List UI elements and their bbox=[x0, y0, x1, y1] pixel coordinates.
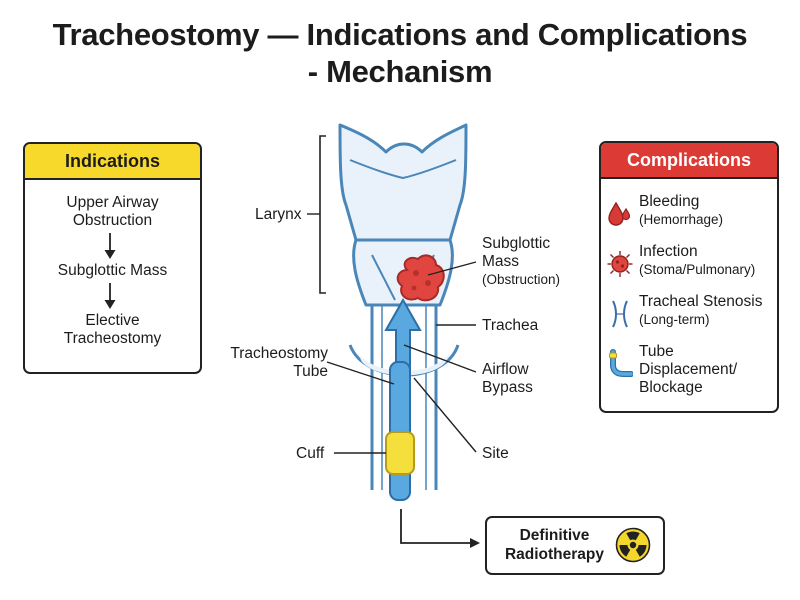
larynx-folds bbox=[349, 159, 457, 180]
title-line-1: Tracheostomy — Indications and Complicat… bbox=[52, 17, 748, 52]
complication-bleeding-detail: (Hemorrhage) bbox=[639, 212, 724, 227]
germ-icon bbox=[607, 251, 633, 277]
complication-tube-detail-1: Displacement/ bbox=[639, 361, 738, 378]
indication-step-3: Elective Tracheostomy bbox=[25, 312, 200, 348]
indications-header: Indications bbox=[25, 144, 200, 180]
indication-step-1: Upper Airway Obstruction bbox=[25, 194, 200, 230]
indication-arrow-2 bbox=[25, 280, 200, 312]
subglottic-label-line-3: (Obstruction) bbox=[482, 272, 561, 287]
indication-step-2-line-1: Subglottic Mass bbox=[57, 262, 168, 279]
complication-infection-detail: (Stoma/Pulmonary) bbox=[639, 262, 756, 277]
tube-label-line-2: Tube bbox=[293, 363, 328, 380]
indication-step-1-line-2: Obstruction bbox=[72, 212, 153, 229]
mass-leader bbox=[427, 261, 477, 276]
airflow-label-line-1: Airflow bbox=[482, 361, 529, 378]
site-label: Site bbox=[482, 445, 509, 462]
radiotherapy-connector bbox=[400, 509, 470, 544]
complication-infection-title: Infection bbox=[639, 243, 698, 260]
complications-panel: Complications Bleeding (Hemorrhage) Infe… bbox=[599, 141, 779, 413]
subglottic-mass bbox=[396, 254, 445, 302]
complication-tube-title: Tube bbox=[639, 343, 674, 360]
airflow-label-line-2: Bypass bbox=[482, 379, 533, 396]
indications-body: Upper Airway Obstruction Subglottic Mass… bbox=[25, 180, 200, 348]
tube-cuff bbox=[385, 431, 415, 475]
airflow-label: Airflow Bypass bbox=[482, 361, 533, 397]
indication-step-2: Subglottic Mass bbox=[25, 262, 200, 280]
indication-step-1-line-1: Upper Airway bbox=[66, 194, 159, 211]
down-arrow-icon bbox=[104, 233, 116, 259]
airflow-leader bbox=[403, 344, 477, 373]
complication-stenosis-title: Tracheal Stenosis bbox=[639, 293, 763, 310]
indication-step-3-line-2: Tracheostomy bbox=[63, 330, 162, 347]
tube-label: Tracheostomy Tube bbox=[222, 345, 328, 381]
radiation-icon bbox=[615, 527, 651, 563]
subglottic-label: Subglottic Mass (Obstruction) bbox=[482, 235, 560, 289]
radiotherapy-label-line-1: Definitive bbox=[519, 527, 590, 544]
larynx-label: Larynx bbox=[255, 206, 302, 223]
tube-label-line-1: Tracheostomy bbox=[230, 345, 328, 362]
trachea bbox=[370, 305, 438, 490]
radiotherapy-label: Definitive Radiotherapy bbox=[497, 526, 612, 564]
complication-stenosis-detail: (Long-term) bbox=[639, 312, 710, 327]
radiotherapy-arrowhead bbox=[470, 538, 480, 548]
radiotherapy-box: Definitive Radiotherapy bbox=[485, 516, 665, 575]
complications-header: Complications bbox=[601, 143, 777, 179]
blood-drop-icon bbox=[608, 201, 631, 226]
cuff-label: Cuff bbox=[296, 445, 325, 462]
down-arrow-icon bbox=[104, 283, 116, 309]
indications-panel: Indications Upper Airway Obstruction Sub… bbox=[23, 142, 202, 374]
title-line-2: - Mechanism bbox=[307, 54, 493, 89]
page-title: Tracheostomy — Indications and Complicat… bbox=[0, 16, 800, 90]
subglottic-label-line-1: Subglottic bbox=[482, 235, 551, 252]
complication-bleeding-title: Bleeding bbox=[639, 193, 700, 210]
site-leader bbox=[413, 377, 477, 453]
trachea-label: Trachea bbox=[482, 317, 539, 334]
radiotherapy-label-line-2: Radiotherapy bbox=[504, 546, 605, 563]
indication-arrow-1 bbox=[25, 230, 200, 262]
larynx-bracket bbox=[319, 135, 326, 294]
stenosis-icon bbox=[612, 300, 628, 328]
tube-icon bbox=[609, 349, 633, 377]
subglottic-label-line-2: Mass bbox=[482, 253, 520, 270]
indication-step-3-line-1: Elective bbox=[85, 312, 140, 329]
tube-leader bbox=[326, 361, 395, 385]
airflow-arrow bbox=[384, 297, 422, 371]
stoma-fill bbox=[356, 350, 452, 376]
complication-tube-detail-2: Blockage bbox=[639, 379, 703, 396]
